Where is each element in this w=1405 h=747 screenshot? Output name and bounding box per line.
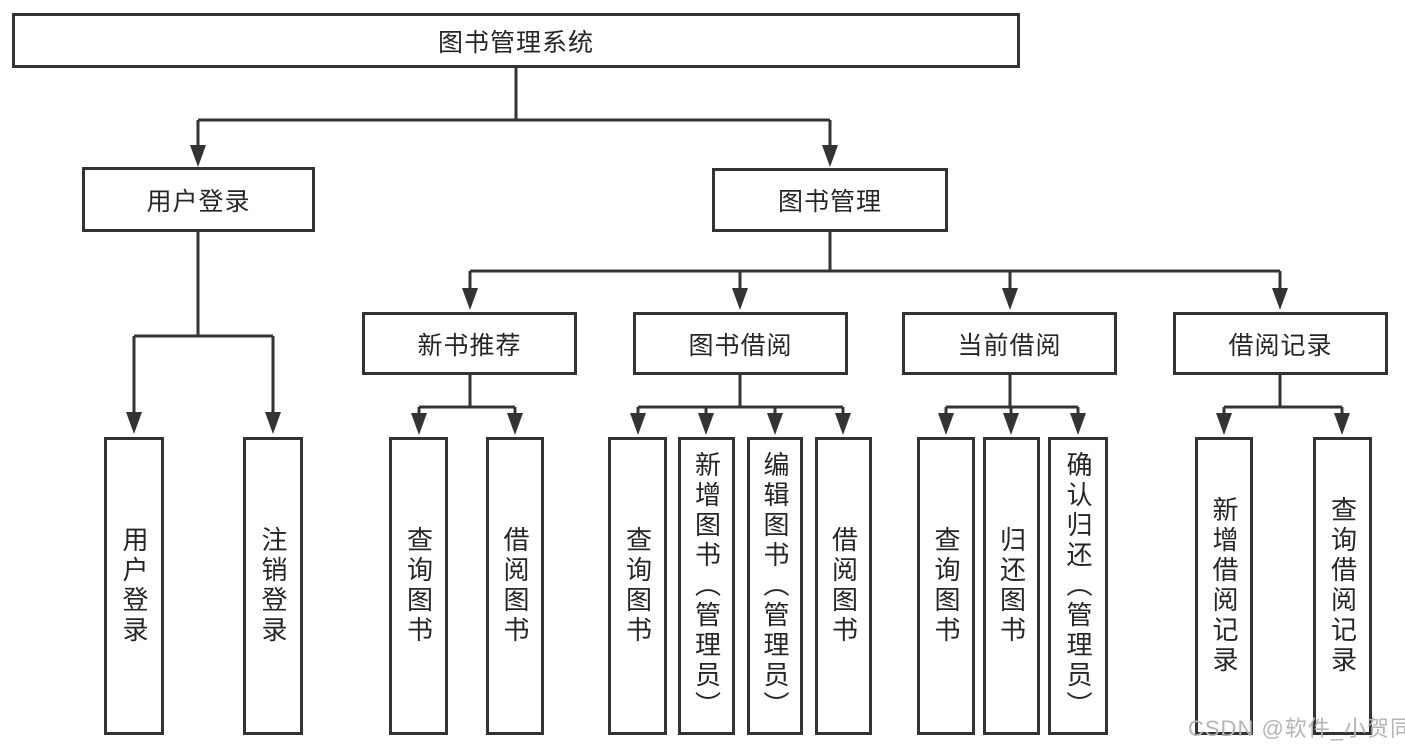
connector-root-to-level2 xyxy=(190,68,838,167)
arrow-down-icon xyxy=(126,412,142,434)
arrow-down-icon xyxy=(1003,413,1019,435)
arrow-down-icon xyxy=(1272,288,1288,310)
node-add-borrow-record: 新增借阅记录 xyxy=(1195,437,1253,735)
arrow-down-icon xyxy=(507,413,523,435)
arrow-down-icon xyxy=(1334,413,1350,435)
node-borrow-records: 借阅记录 xyxy=(1173,312,1388,375)
node-new-book-recommend: 新书推荐 xyxy=(362,312,577,375)
arrow-down-icon xyxy=(835,413,851,435)
arrow-down-icon xyxy=(698,413,714,435)
node-logout: 注销登录 xyxy=(243,437,303,735)
node-query-books-borrowing: 查询图书 xyxy=(608,437,667,735)
arrow-down-icon xyxy=(190,145,206,167)
node-query-borrow-record: 查询借阅记录 xyxy=(1313,437,1372,735)
arrow-down-icon xyxy=(411,413,427,435)
arrow-down-icon xyxy=(822,145,838,167)
arrow-down-icon xyxy=(767,413,783,435)
connector-borrow-records-children xyxy=(1216,375,1350,435)
arrow-down-icon xyxy=(732,288,748,310)
arrow-down-icon xyxy=(630,413,646,435)
connector-user-login-children xyxy=(126,232,281,434)
node-book-management: 图书管理 xyxy=(712,168,948,232)
arrow-down-icon xyxy=(1070,413,1086,435)
node-add-book-admin: 新增图书（管理员） xyxy=(678,437,735,735)
node-borrow-books-recommend: 借阅图书 xyxy=(486,437,544,735)
node-confirm-return-admin: 确认归还（管理员） xyxy=(1048,437,1108,735)
node-query-books-current: 查询图书 xyxy=(917,437,975,735)
node-return-books: 归还图书 xyxy=(983,437,1040,735)
arrow-down-icon xyxy=(265,412,281,434)
node-user-login-leaf: 用户登录 xyxy=(104,437,164,735)
node-current-borrowing: 当前借阅 xyxy=(902,312,1117,375)
connector-new-book-children xyxy=(411,375,523,435)
connector-current-borrowing-children xyxy=(938,375,1086,435)
node-query-books-recommend: 查询图书 xyxy=(389,437,448,735)
arrow-down-icon xyxy=(462,288,478,310)
connector-book-management-children xyxy=(462,232,1288,310)
arrow-down-icon xyxy=(1002,288,1018,310)
connector-book-borrowing-children xyxy=(630,375,851,435)
node-book-borrowing: 图书借阅 xyxy=(633,312,848,375)
node-borrow-books-borrowing: 借阅图书 xyxy=(815,437,872,735)
node-library-system: 图书管理系统 xyxy=(12,13,1020,68)
watermark: CSDN @软件_小贺同学 xyxy=(1188,716,1405,741)
node-edit-book-admin: 编辑图书（管理员） xyxy=(747,437,803,735)
node-user-login: 用户登录 xyxy=(82,167,315,232)
arrow-down-icon xyxy=(938,413,954,435)
arrow-down-icon xyxy=(1216,413,1232,435)
